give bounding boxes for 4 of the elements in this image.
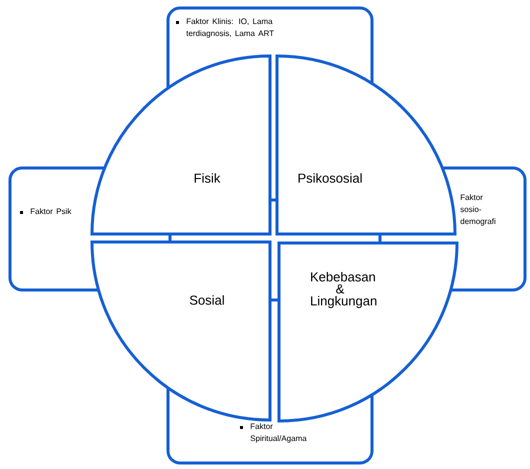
quadrant-sector: Kebebasan & Lingkungan — [278, 242, 458, 422]
quadrant-sector: Fisik — [90, 54, 272, 236]
quadrant-sector: Psikososial — [276, 54, 456, 236]
quadrant-sector: Sosial — [90, 240, 272, 422]
